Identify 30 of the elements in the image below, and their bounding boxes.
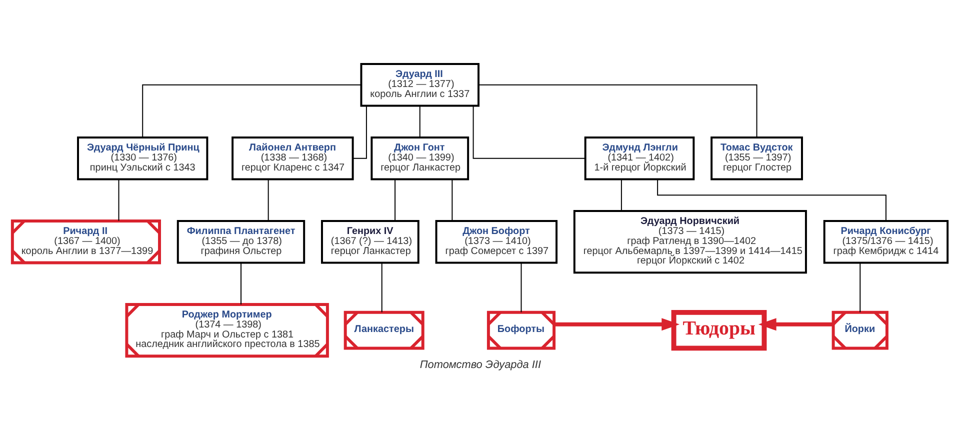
arrow [554,318,680,331]
connector [620,178,622,212]
connector [142,84,362,138]
node-box: Генрих IV (1367 (?) — 1413) герцог Ланкастер [321,220,420,264]
connector [381,262,382,313]
connector [240,262,242,305]
node-box: Эдуард Норвичский (1373 — 1415) граф Ратленд в 1390—1402 герцог Альбемарль в 1397—1399 и 1414—1415 герцог Йоркский с 1402 [573,210,807,274]
node-box: Эдуард Чёрный Принц (1330 — 1376) принц Уэльский с 1343 [77,136,208,180]
connector [268,178,269,222]
arrow [758,318,834,331]
node-box: Тюдоры [671,310,767,351]
connector [352,105,367,159]
connector [520,262,522,313]
node-box: Эдмунд Лэнгли (1341 — 1402) 1-й герцог Йоркский [584,136,695,180]
connector [394,178,396,222]
node-box: Филиппа Плантагенет (1355 — до 1378) графиня Ольстер [176,220,306,264]
connector [472,105,586,159]
connector [118,178,120,222]
node-box: Ричард Конисбург (1375/1376 — 1415) граф Кембридж с 1414 [823,220,949,264]
connector [860,262,861,313]
node-box: Джон Гонт (1340 — 1399) герцог Ланкастер [370,136,470,180]
connector [657,178,886,222]
caption: Потомство Эдуарда III [420,358,541,371]
node-box: Томас Вудсток (1355 — 1397) герцог Глостер [710,136,803,180]
node-box: Джон Бофорт (1373 — 1410) граф Сомерсет с 1397 [435,220,558,264]
node-box: Лайонел Антверп (1338 — 1368) герцог Кларенс с 1347 [232,136,354,180]
connector [419,105,420,138]
connector [452,178,453,222]
node-box: Эдуард III (1312 — 1377) король Англии с 1337 [360,62,480,107]
connector [478,84,758,138]
